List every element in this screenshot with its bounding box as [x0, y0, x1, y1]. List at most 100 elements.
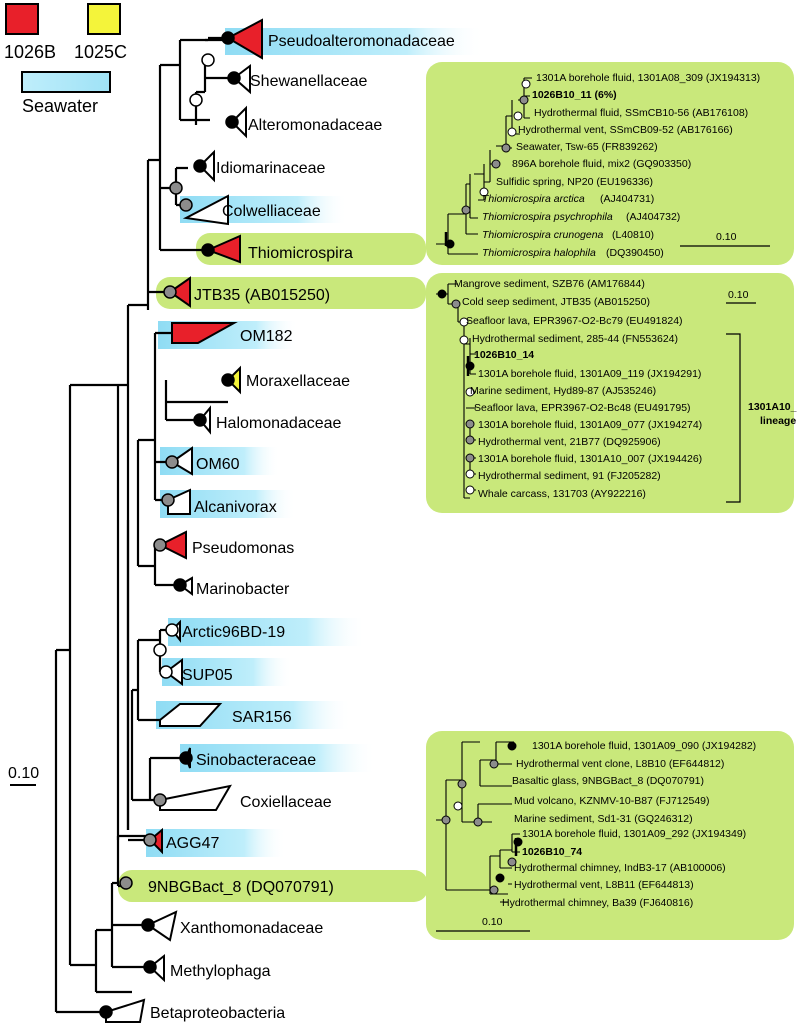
- lineage-label: 1301A10_105: [748, 401, 797, 413]
- main-scale-label: 0.10: [8, 765, 39, 782]
- taxon-label: Colwelliaceae: [222, 203, 321, 220]
- taxon-labels: Pseudoalteromonadaceae Shewanellaceae Al…: [148, 33, 455, 1022]
- inset-jtb35: Mangrove sediment, SZB76 (AM176844) Cold…: [436, 278, 797, 503]
- taxon-label: AGG47: [166, 835, 219, 852]
- seawater-bg-sinobacteraceae: [180, 744, 376, 772]
- inset-leaf: (AJ404732): [626, 211, 680, 223]
- main-node-markers: [99, 31, 241, 1019]
- taxon-label: Idiomarinaceae: [216, 160, 326, 177]
- inset-panel-9nbg: [426, 731, 794, 940]
- inset-scale-label: 0.10: [482, 916, 503, 928]
- inset-leaf: 1301A borehole fluid, 1301A09_119 (JX194…: [478, 368, 701, 380]
- inset-leaf: 1301A borehole fluid, 1301A09_292 (JX194…: [522, 828, 746, 840]
- taxon-label: Thiomicrospira: [248, 245, 353, 262]
- main-tree-branches: [54, 36, 234, 1014]
- inset-leaf: Sulfidic spring, NP20 (EU196336): [496, 176, 653, 188]
- clade-thiomicrospira: [205, 234, 241, 264]
- highlight-bg-9nbgbact: [118, 870, 428, 902]
- clade-colwelliaceae: [182, 194, 229, 226]
- inset-leaf: (L40810): [612, 229, 654, 241]
- inset-scale-label: 0.10: [716, 231, 737, 243]
- taxon-label: Halomonadaceae: [216, 415, 342, 432]
- main-scale-bar: 0.10: [8, 765, 39, 786]
- inset-leaf: Hydrothermal chimney, IndB3-17 (AB100006…: [514, 862, 726, 874]
- inset-leaf: 1026B10_74: [522, 846, 582, 858]
- clade-coxiellaceae: [159, 784, 232, 811]
- highlight-bg-thiomicrospira: [196, 233, 426, 265]
- inset-leaf: (AJ404731): [600, 193, 654, 205]
- clade-sup05: [164, 658, 183, 686]
- seawater-bg-agg47: [146, 829, 286, 857]
- clade-xanthomonadaceae: [145, 910, 178, 942]
- inset-thiomicrospira: 1301A borehole fluid, 1301A08_309 (JX194…: [436, 72, 770, 259]
- taxon-label: Methylophaga: [170, 963, 271, 980]
- inset-leaf: 1026B10_14: [474, 349, 534, 361]
- clade-pseudoalteromonadaceae: [225, 18, 263, 60]
- inset-leaf: Marine sediment, Hyd89-87 (AJ535246): [470, 385, 656, 397]
- inset-leaf: Hydrothermal vent, SSmCB09-52 (AB176166): [518, 124, 733, 136]
- highlight-backgrounds: [118, 28, 794, 940]
- taxon-label: OM182: [240, 328, 293, 345]
- highlight-bg-jtb35: [156, 277, 426, 309]
- inset-leaf: Thiomicrospira crunogena: [482, 229, 604, 241]
- taxon-label: Moraxellaceae: [246, 373, 350, 390]
- inset-leaf: Thiomicrospira arctica: [482, 193, 585, 205]
- inset-9nbg: 1301A borehole fluid, 1301A09_090 (JX194…: [436, 740, 756, 932]
- clade-alteromonadaceae: [230, 105, 247, 139]
- legend: 1026B 1025C Seawater: [4, 3, 127, 116]
- inset-leaf: Basaltic glass, 9NBGBact_8 (DQ070791): [512, 775, 704, 787]
- taxon-label: Sinobacteraceae: [196, 752, 316, 769]
- taxon-label: Alteromonadaceae: [248, 117, 382, 134]
- seawater-bg-arctic96bd: [168, 618, 366, 646]
- inset-leaf: Hydrothermal chimney, Ba39 (FJ640816): [502, 897, 693, 909]
- clade-triangles: [105, 18, 263, 1023]
- taxon-label: Pseudomonas: [192, 540, 294, 557]
- inset-leaf: Seafloor lava, EPR3967-O2-Bc48 (EU491795…: [474, 402, 691, 414]
- inset-leaf: Thiomicrospira psychrophila: [482, 211, 613, 223]
- taxon-label: 9NBGBact_8 (DQ070791): [148, 879, 334, 896]
- clade-shewanellaceae: [232, 64, 251, 95]
- inset-leaf: Hydrothermal vent clone, L8B10 (EF644812…: [516, 758, 724, 770]
- legend-label-seawater: Seawater: [22, 96, 98, 116]
- taxon-label: Arctic96BD-19: [182, 624, 285, 641]
- inset-leaf: 1301A borehole fluid, 1301A10_007 (JX194…: [478, 453, 702, 465]
- clade-jtb35: [168, 276, 191, 308]
- seawater-bg-sup05: [162, 658, 292, 686]
- inset-scale-label: 0.10: [728, 289, 749, 301]
- inset-leaf: Marine sediment, Sd1-31 (GQ246312): [514, 813, 693, 825]
- inset-leaf: 896A borehole fluid, mix2 (GQ903350): [512, 158, 691, 170]
- taxon-label: Betaproteobacteria: [150, 1005, 285, 1022]
- inset-leaf: 1301A borehole fluid, 1301A09_077 (JX194…: [478, 419, 702, 431]
- legend-swatch-seawater: [21, 71, 111, 93]
- inset-leaf: Mangrove sediment, SZB76 (AM176844): [454, 278, 645, 290]
- taxon-label: SAR156: [232, 709, 292, 726]
- inset-leaf: Mud volcano, KZNMV-10-B87 (FJ712549): [514, 795, 710, 807]
- clade-sar156: [159, 703, 223, 727]
- clade-methylophaga: [148, 953, 165, 983]
- legend-label-1025c: 1025C: [74, 42, 127, 62]
- taxon-label: Marinobacter: [196, 581, 290, 598]
- inset-leaf: (DQ390450): [606, 247, 664, 259]
- inset-leaf: Thiomicrospira halophila: [482, 247, 596, 259]
- taxon-label: JTB35 (AB015250): [194, 287, 330, 304]
- taxon-label: Xanthomonadaceae: [180, 920, 323, 937]
- legend-label-1026b: 1026B: [4, 42, 56, 62]
- clade-om60: [170, 446, 193, 476]
- clade-alcanivorax: [167, 488, 191, 515]
- taxon-label: Shewanellaceae: [250, 73, 368, 90]
- taxon-label: OM60: [196, 456, 240, 473]
- inset-leaf: Seafloor lava, EPR3967-O2-Bc79 (EU491824…: [466, 315, 683, 327]
- legend-swatch-1025c: [87, 3, 121, 35]
- taxon-label: Pseudoalteromonadaceae: [268, 33, 455, 50]
- clade-pseudomonas: [157, 530, 187, 560]
- inset-leaf: Hydrothermal sediment, 91 (FJ205282): [478, 470, 661, 482]
- taxon-label: SUP05: [182, 667, 233, 684]
- seawater-bg-pseudoalteromonadaceae: [225, 28, 485, 55]
- taxon-label: Alcanivorax: [194, 499, 277, 516]
- inset-leaf: Hydrothermal sediment, 285-44 (FN553624): [472, 333, 678, 345]
- clade-om182: [171, 322, 238, 344]
- inset-leaf: 1301A borehole fluid, 1301A09_090 (JX194…: [532, 740, 756, 752]
- inset-leaf: Hydrothermal fluid, SSmCB10-56 (AB176108…: [534, 107, 748, 119]
- inset-leaf: Hydrothermal vent, 21B77 (DQ925906): [478, 436, 661, 448]
